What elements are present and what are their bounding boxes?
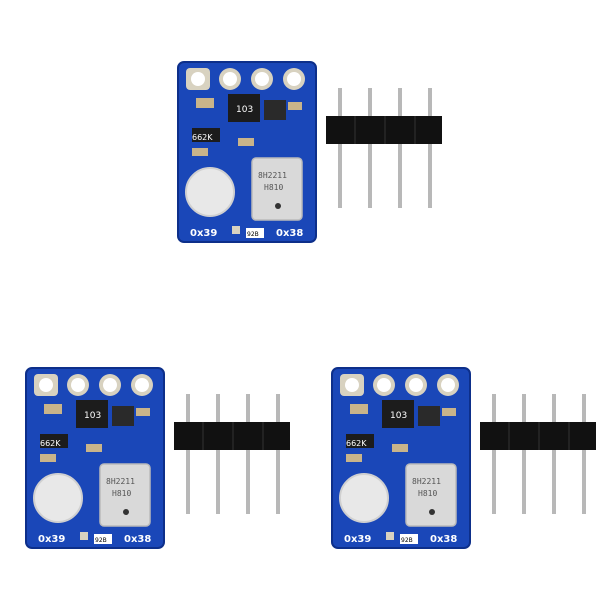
address-left-label: 0x39 [344, 534, 371, 545]
pin-holes [340, 374, 459, 396]
pin-holes [34, 374, 153, 396]
address-left-label: 0x39 [190, 228, 217, 239]
pad-mark: 92B [401, 537, 413, 544]
address-right-label: 0x38 [276, 228, 303, 239]
transistor [418, 406, 440, 426]
chip-mark: 8H2211 [258, 171, 287, 180]
chip-mark: 8H2211 [412, 477, 441, 486]
ic-label: 103 [390, 411, 407, 421]
sensor-module-graphic: 103 662K 8H2211 H810 0x39 92B 0x38 [25, 367, 290, 549]
capacitor [44, 404, 62, 414]
chip-mark: H810 [264, 183, 283, 192]
round-pad [339, 473, 389, 523]
resistor-label: 662K [192, 133, 213, 142]
resistor-chip [192, 128, 220, 142]
round-pad [185, 167, 235, 217]
chip-mark: 8H2211 [106, 477, 135, 486]
ic-chip [382, 400, 414, 428]
sensor-module-top: 103 662K 8H2211 H810 0x39 92B 0x38 [172, 60, 482, 260]
pin-header [174, 394, 290, 514]
sensor-module-graphic: 103 662K 8H2211 H810 0x39 92B 0x38 [331, 367, 596, 549]
ic-label: 103 [236, 105, 253, 115]
resistor-chip [346, 434, 374, 448]
sensor-module-bottom-left: 103 662K 8H2211 H810 0x39 92B 0x38 [20, 366, 330, 566]
sensor-module-bottom-right: 103 662K 8H2211 H810 0x39 92B 0x38 [326, 366, 612, 566]
capacitor [196, 98, 214, 108]
resistor-chip [40, 434, 68, 448]
chip-mark: H810 [112, 489, 131, 498]
capacitor [350, 404, 368, 414]
pad-mark: 92B [95, 537, 107, 544]
ic-chip [76, 400, 108, 428]
transistor [264, 100, 286, 120]
address-right-label: 0x38 [430, 534, 457, 545]
resistor-label: 662K [346, 439, 367, 448]
pin-header [326, 88, 442, 208]
pin-holes [186, 68, 305, 90]
transistor [112, 406, 134, 426]
pad-mark: 92B [247, 231, 259, 238]
sensor-module-graphic: 103 662K 8H2211 H810 0x39 92B 0x38 [177, 61, 442, 243]
ic-chip [228, 94, 260, 122]
ic-label: 103 [84, 411, 101, 421]
sensor-chip [251, 157, 303, 221]
pin-header [480, 394, 596, 514]
round-pad [33, 473, 83, 523]
address-left-label: 0x39 [38, 534, 65, 545]
address-right-label: 0x38 [124, 534, 151, 545]
sensor-chip [99, 463, 151, 527]
chip-mark: H810 [418, 489, 437, 498]
sensor-chip [405, 463, 457, 527]
resistor-label: 662K [40, 439, 61, 448]
